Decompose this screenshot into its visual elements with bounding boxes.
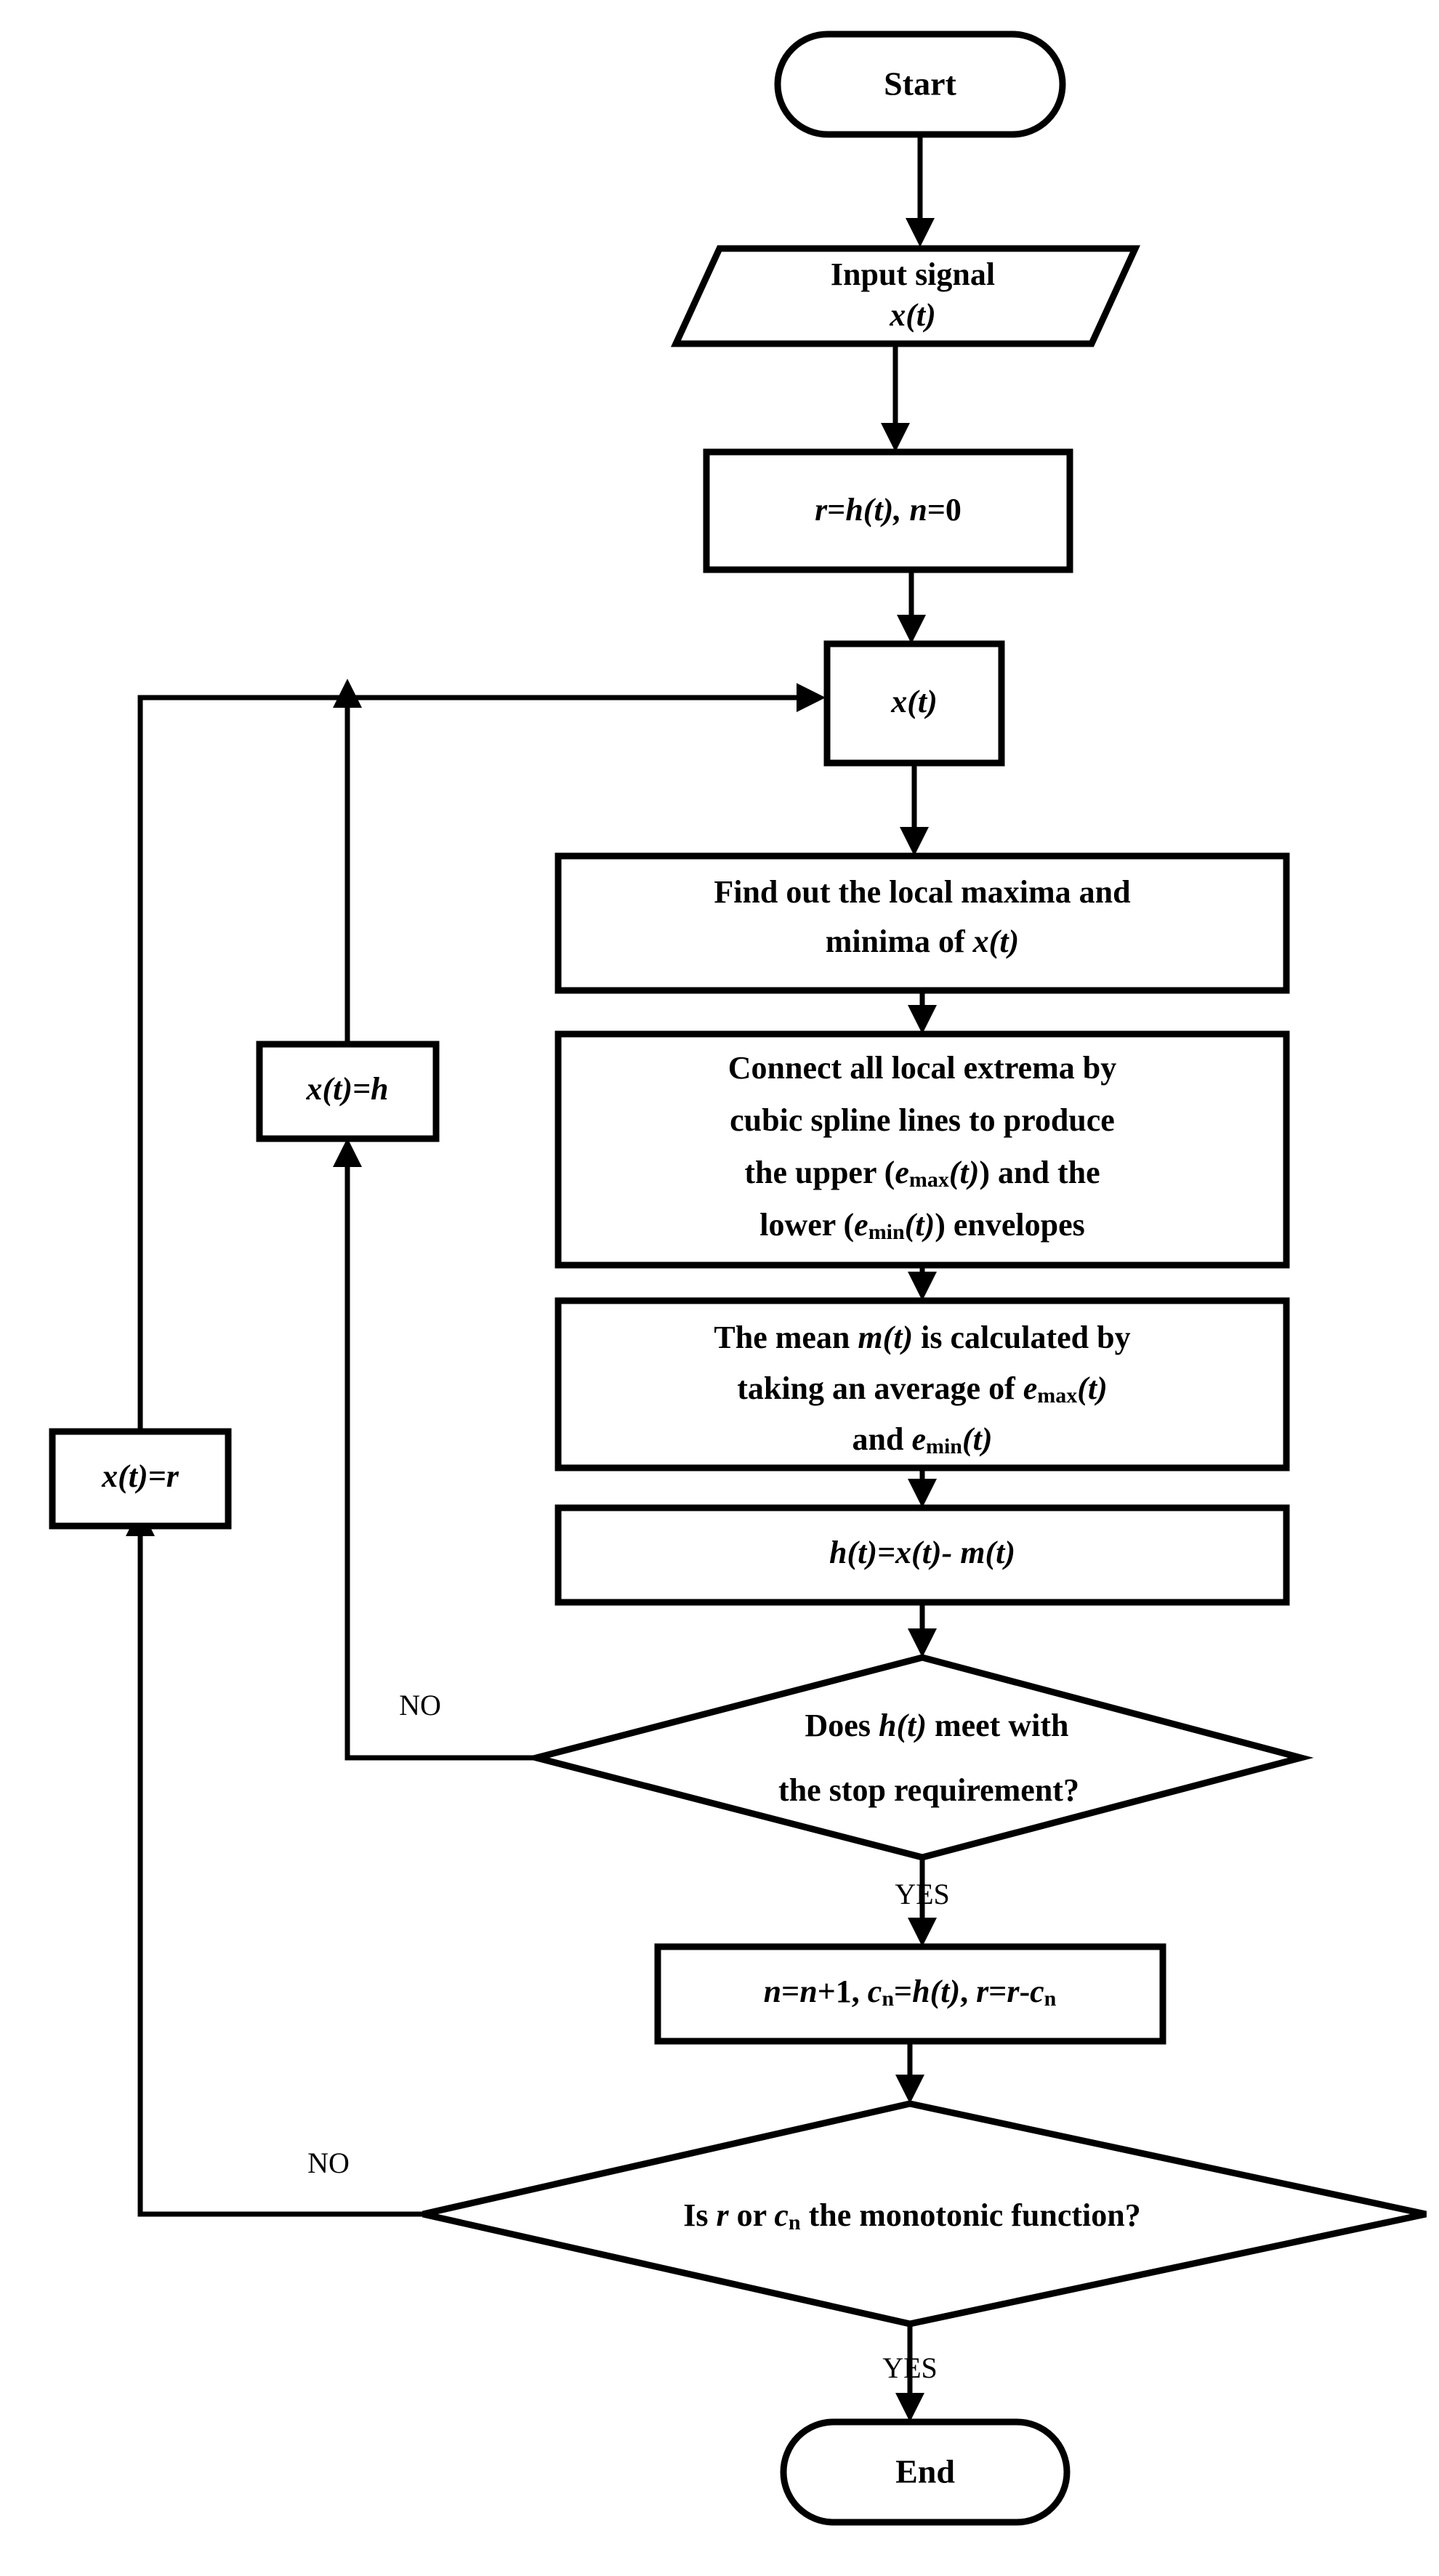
start-label: Start bbox=[884, 65, 956, 102]
node-end[interactable]: End bbox=[780, 2418, 1071, 2526]
init-shape bbox=[703, 448, 1073, 573]
label-mono-yes: YES bbox=[882, 2351, 938, 2384]
input-signal-rest: (t) bbox=[906, 297, 936, 333]
edge-monocheck-no: NO bbox=[126, 1507, 423, 2217]
edge-mean-to-sift bbox=[908, 1468, 937, 1508]
input-signal-line1: Input signal bbox=[831, 257, 995, 292]
edge-assignh-to-join bbox=[333, 679, 362, 1044]
node-find-extrema[interactable]: Find out the local maxima and minima of … bbox=[555, 852, 1290, 994]
mean-line2: taking an average of emax(t) bbox=[737, 1370, 1108, 1408]
connect-spline-line3: the upper (emax(t)) and the bbox=[744, 1155, 1100, 1192]
find-extrema-shape bbox=[555, 852, 1290, 994]
edge-sift-to-stopcheck bbox=[908, 1602, 937, 1658]
input-signal-shape bbox=[670, 245, 1141, 347]
stop-check-line1: Does h(t) meet with bbox=[805, 1708, 1069, 1743]
edge-input-to-init bbox=[881, 344, 910, 452]
assign-h-shape bbox=[256, 1041, 440, 1142]
edge-start-to-input bbox=[906, 134, 935, 247]
update-text: n=n+1, cn=h(t), r=r-cn bbox=[764, 1974, 1057, 2011]
init-text: r=h(t), n=0 bbox=[815, 492, 962, 528]
node-start[interactable]: Start bbox=[774, 31, 1066, 138]
assign-r-shape bbox=[49, 1428, 232, 1530]
node-signal-box[interactable]: x(t) bbox=[823, 640, 1005, 767]
node-connect-spline[interactable]: Connect all local extrema by cubic splin… bbox=[555, 1030, 1290, 1269]
node-assign-r[interactable]: x(t)=r bbox=[49, 1428, 232, 1530]
label-stop-no: NO bbox=[399, 1689, 441, 1721]
signal-box-shape bbox=[823, 640, 1005, 767]
edge-find-to-connect bbox=[908, 990, 937, 1034]
assign-r-text: x(t)=r bbox=[101, 1458, 180, 1494]
edge-stopcheck-no: NO bbox=[333, 1138, 536, 1761]
node-monotonic-check[interactable]: Is r or cn the monotonic function? bbox=[422, 2100, 1427, 2327]
connect-spline-line2: cubic spline lines to produce bbox=[730, 1102, 1115, 1138]
edge-assignr-to-signal bbox=[137, 683, 826, 1432]
find-extrema-line2: minima of x(t) bbox=[826, 924, 1019, 959]
stop-check-shape bbox=[523, 1654, 1314, 1861]
mean-line1: The mean m(t) is calculated by bbox=[714, 1320, 1130, 1355]
sift-shape bbox=[555, 1504, 1290, 1606]
connect-spline-line4: lower (emin(t)) envelopes bbox=[759, 1207, 1085, 1244]
update-shape bbox=[654, 1943, 1166, 2045]
connect-spline-shape bbox=[555, 1030, 1290, 1269]
sift-text: h(t)=x(t)- m(t) bbox=[829, 1535, 1015, 1570]
input-signal-var: x bbox=[889, 297, 906, 333]
edge-monocheck-yes: YES bbox=[882, 2324, 938, 2422]
assign-h-text: x(t)=h bbox=[305, 1071, 388, 1107]
edge-signal-to-find bbox=[900, 763, 929, 856]
input-signal-line2: x(t) bbox=[889, 297, 936, 333]
edge-connect-to-mean bbox=[908, 1265, 937, 1301]
node-assign-h[interactable]: x(t)=h bbox=[256, 1041, 440, 1142]
signal-box-text: x(t) bbox=[890, 684, 938, 719]
connect-spline-line1: Connect all local extrema by bbox=[728, 1050, 1116, 1086]
edge-stopcheck-yes: YES bbox=[895, 1857, 950, 1947]
find-extrema-line1: Find out the local maxima and bbox=[714, 874, 1130, 910]
node-update[interactable]: n=n+1, cn=h(t), r=r-cn bbox=[654, 1943, 1166, 2045]
stop-check-line2: the stop requirement? bbox=[778, 1772, 1079, 1808]
monotonic-check-text: Is r or cn the monotonic function? bbox=[683, 2197, 1140, 2234]
node-mean[interactable]: The mean m(t) is calculated by taking an… bbox=[555, 1297, 1290, 1471]
end-shape bbox=[780, 2418, 1071, 2526]
label-mono-no: NO bbox=[307, 2147, 350, 2179]
end-label: End bbox=[895, 2453, 955, 2490]
edge-init-to-signal bbox=[897, 570, 926, 644]
edge-update-to-monocheck bbox=[895, 2041, 924, 2104]
node-init[interactable]: r=h(t), n=0 bbox=[703, 448, 1073, 573]
label-stop-yes: YES bbox=[895, 1878, 950, 1910]
node-sift[interactable]: h(t)=x(t)- m(t) bbox=[555, 1504, 1290, 1606]
node-stop-check[interactable]: Does h(t) meet with the stop requirement… bbox=[523, 1654, 1314, 1861]
mean-line3: and emin(t) bbox=[852, 1421, 992, 1458]
node-input-signal[interactable]: Input signal x(t) bbox=[670, 245, 1141, 347]
